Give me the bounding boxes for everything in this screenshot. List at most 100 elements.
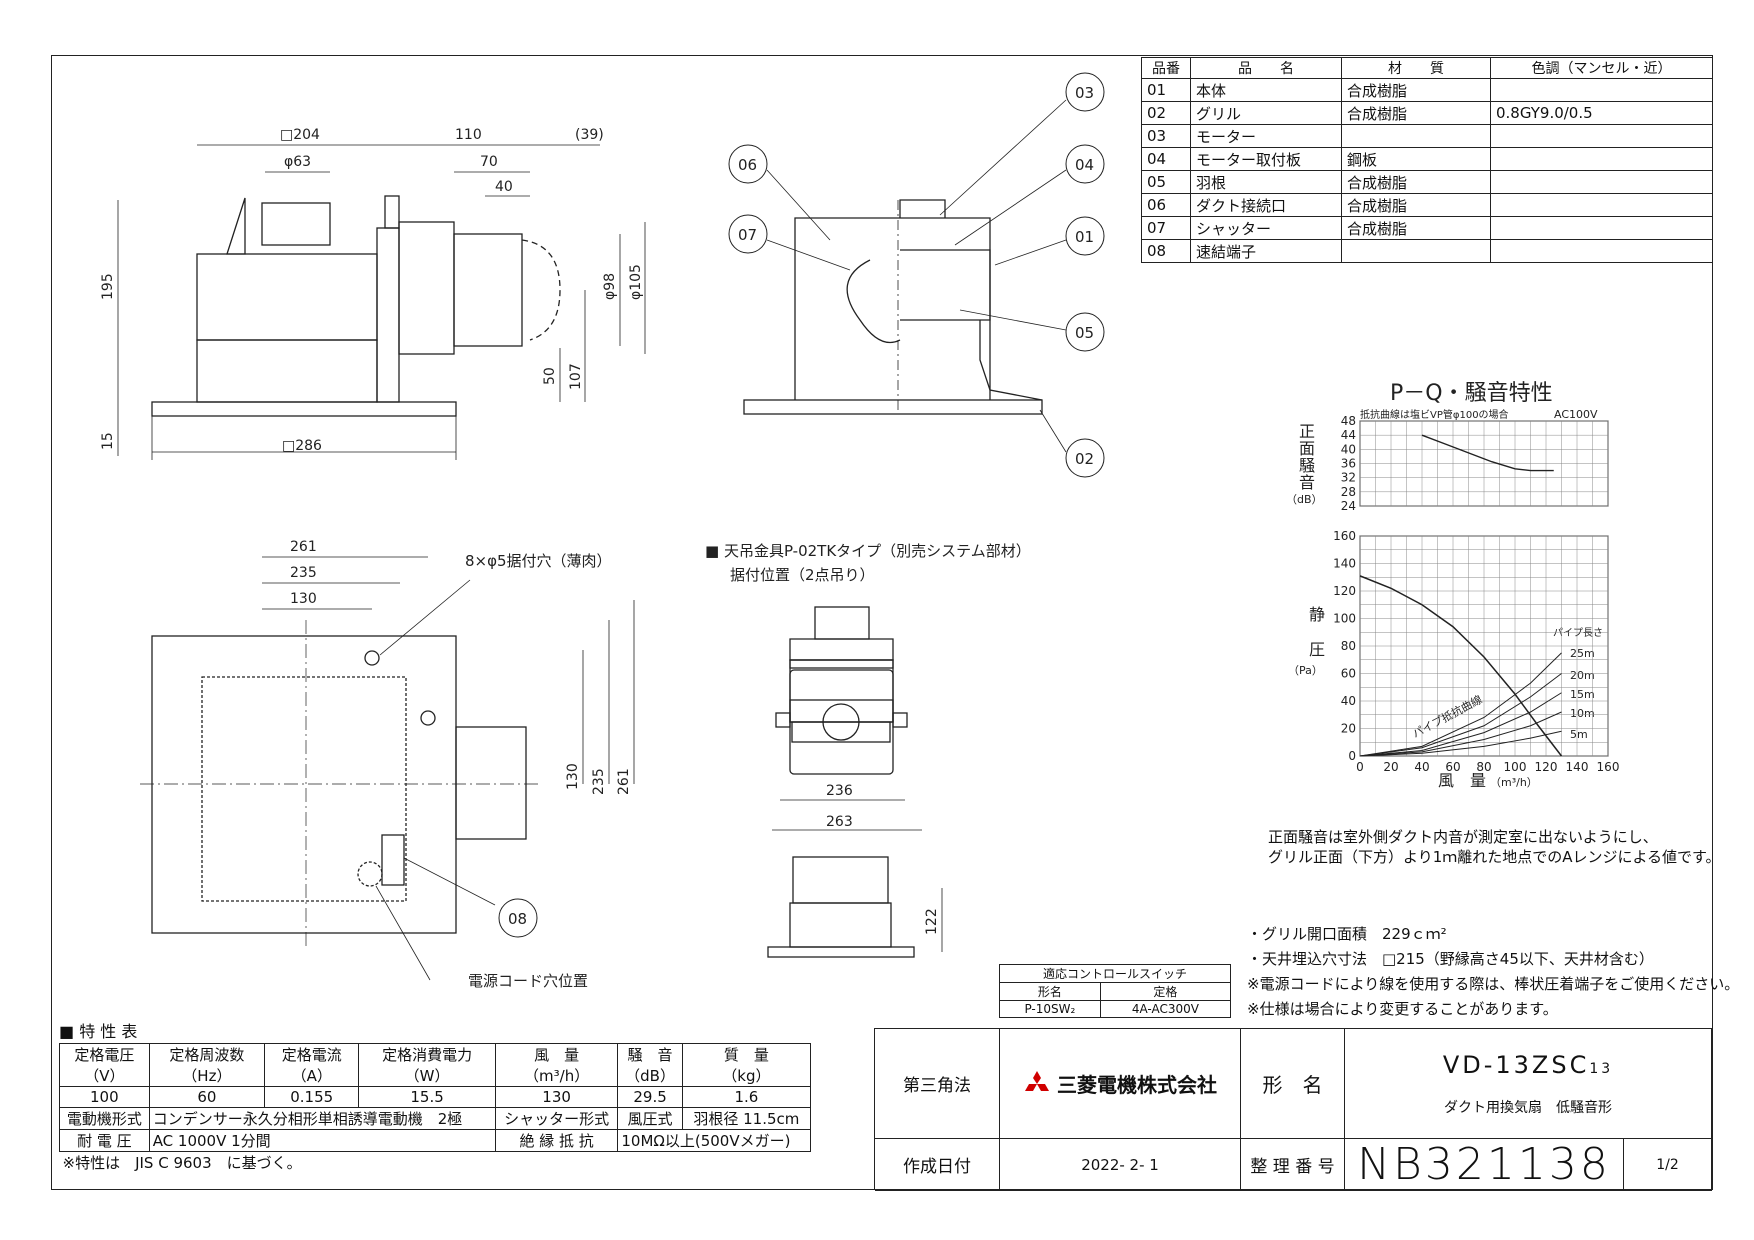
spec-unit: （W） — [358, 1065, 496, 1087]
parts-cell: 合成樹脂 — [1341, 170, 1491, 194]
title-block: 第三角法 三菱電機株式会社 形 名 VD-13ZSC13 ダクト用換気扇 低騒音… — [874, 1028, 1713, 1191]
bottom-dims: 261 235 130 130 235 261 8×φ5据付穴（薄肉） 08 電… — [290, 539, 632, 990]
bottom-view — [140, 556, 635, 981]
withstand-label: 耐 電 圧 — [59, 1129, 150, 1152]
spec-value: 100 — [59, 1086, 150, 1108]
dim-label: φ98 — [602, 273, 618, 300]
front-view — [117, 144, 646, 460]
note: ※仕様は場合により変更することがあります。 — [1247, 1000, 1558, 1018]
chart-xlabel: 風 量 — [1438, 771, 1486, 790]
spec-header: 定格周波数 — [148, 1043, 266, 1065]
spec-unit: （kg） — [681, 1065, 812, 1087]
pipe-resistance-curve — [1359, 730, 1562, 757]
spec-header: 定格電流 — [264, 1043, 360, 1065]
chart-voltage: AC100V — [1554, 408, 1598, 421]
callout-circle — [1065, 438, 1105, 478]
pipe-resistance-curve — [1359, 652, 1562, 757]
callout-circle — [1065, 144, 1105, 184]
mitsubishi-logo-icon — [1025, 1070, 1049, 1091]
note: ※電源コードにより線を使用する際は、棒状圧着端子をご使用ください。 — [1247, 975, 1740, 993]
motor-value: コンデンサー永久分相形単相誘導電動機 2極 — [148, 1107, 496, 1130]
pipe-length: 5m — [1570, 728, 1588, 741]
pipe-resistance-curve — [1359, 673, 1562, 757]
noise-tick-label: 36 — [1341, 457, 1356, 471]
front-dims: □204 110 (39) φ63 70 40 195 φ98 φ105 50 … — [100, 127, 644, 454]
pressure-ylabel: 圧 — [1309, 640, 1325, 659]
parts-cell: 合成樹脂 — [1341, 216, 1491, 240]
chart-title: P－Q・騒音特性 — [1390, 381, 1553, 406]
model-sub: 13 — [1589, 1060, 1614, 1077]
chart-note: 抵抗曲線は塩ビVP管φ100の場合 — [1360, 408, 1509, 421]
parts-cell: 02 — [1141, 101, 1191, 125]
noise-tick-label: 48 — [1341, 414, 1356, 428]
spec-header-row: 定格電圧定格周波数定格電流定格消費電力風 量騒 音質 量 — [59, 1043, 812, 1065]
dim-label: 70 — [480, 154, 498, 170]
spec-value: 130 — [494, 1086, 619, 1108]
callout-label: 03 — [1075, 84, 1094, 102]
noise-ylabel: 面 — [1299, 439, 1315, 458]
parts-cell — [1490, 170, 1713, 194]
pipe-length: 10m — [1570, 707, 1595, 720]
pipe-length: 25m — [1570, 647, 1595, 660]
airflow-tick-label: 80 — [1476, 760, 1491, 774]
mounting-hole-label: 8×φ5据付穴（薄肉） — [465, 552, 612, 570]
airflow-tick-label: 100 — [1504, 760, 1527, 774]
parts-cell — [1341, 239, 1491, 263]
drawing-number: NB321138 — [1345, 1139, 1624, 1191]
blade-cell: 羽根径 11.5cm — [681, 1107, 812, 1130]
noise-tick-label: 24 — [1341, 499, 1356, 513]
parts-cell: モーター — [1190, 124, 1342, 148]
pipe-length-label: パイプ長さ — [1553, 627, 1603, 639]
bracket-title: ■ 天吊金具P-02TKタイプ（別売システム部材） — [705, 542, 1031, 560]
parts-cell: 08 — [1141, 239, 1191, 263]
dim-label: 122 — [924, 908, 940, 935]
callout-label: 04 — [1075, 156, 1094, 174]
parts-header: 品 名 — [1190, 57, 1342, 79]
switch-title: 適応コントロールスイッチ — [999, 964, 1231, 983]
airflow-tick-label: 160 — [1597, 760, 1620, 774]
model-label: 形 名 — [1241, 1029, 1345, 1139]
model-cell: VD-13ZSC13 ダクト用換気扇 低騒音形 — [1345, 1029, 1712, 1139]
pressure-unit: （Pa） — [1288, 664, 1323, 677]
spec-header: 風 量 — [494, 1043, 619, 1065]
spec-header: 質 量 — [681, 1043, 812, 1065]
spec-header: 定格消費電力 — [358, 1043, 496, 1065]
noise-note: 正面騒音は室外側ダクト内音が測定室に出ないようにし、 — [1268, 828, 1658, 846]
callout-label: 07 — [738, 226, 757, 244]
company-cell: 三菱電機株式会社 — [1000, 1029, 1241, 1139]
blade-label: 羽根径 — [693, 1110, 739, 1128]
pressure-tick-label: 100 — [1333, 612, 1356, 626]
pressure-tick-label: 0 — [1348, 749, 1356, 763]
spec-header: 定格電圧 — [59, 1043, 150, 1065]
dim-label: (39) — [575, 127, 604, 143]
motor-label: 電動機形式 — [59, 1107, 150, 1130]
spec-value: 0.155 — [264, 1086, 360, 1108]
spec-unit: （V） — [59, 1065, 150, 1087]
callout-circle — [498, 898, 538, 938]
parts-cell: 鋼板 — [1341, 147, 1491, 171]
noise-curve — [1421, 434, 1554, 472]
pipe-resistance-curve — [1359, 711, 1562, 757]
noise-tick-label: 44 — [1341, 428, 1356, 442]
parts-cell: 合成樹脂 — [1341, 193, 1491, 217]
callout-label: 06 — [738, 156, 757, 174]
pipe-resistance-curve — [1359, 692, 1562, 757]
product-name: ダクト用換気扇 低騒音形 — [1444, 1099, 1612, 1116]
withstand-value: AC 1000V 1分間 — [148, 1129, 496, 1152]
shutter-label: シャッター形式 — [494, 1107, 619, 1130]
dim-label: 236 — [826, 783, 853, 799]
number-label: 整 理 番 号 — [1241, 1139, 1345, 1191]
pressure-tick-label: 40 — [1341, 694, 1356, 708]
parts-cell: 01 — [1141, 78, 1191, 102]
model-number: VD-13ZSC — [1442, 1050, 1590, 1079]
airflow-tick-label: 20 — [1383, 760, 1398, 774]
pq-curve — [1359, 575, 1563, 757]
parts-cell: 羽根 — [1190, 170, 1342, 194]
company-name: 三菱電機株式会社 — [1057, 1073, 1217, 1097]
spec-unit: （m³/h） — [494, 1065, 619, 1087]
